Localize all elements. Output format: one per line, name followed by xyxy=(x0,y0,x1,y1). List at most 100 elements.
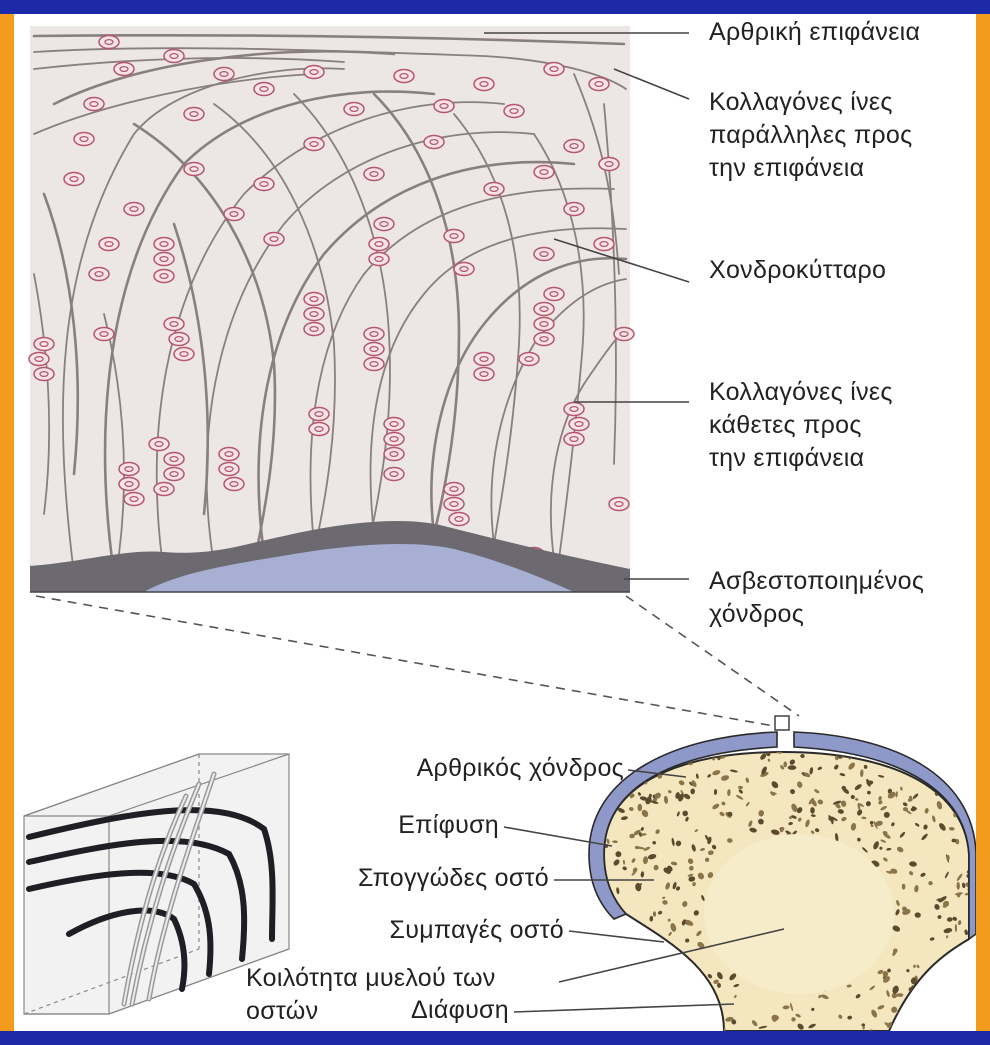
chondrocyte-cell xyxy=(364,343,384,356)
trabecula-spot xyxy=(902,884,906,890)
trabecula-spot xyxy=(965,769,971,775)
label-articular-cartilage: Αρθρικός χόνδρος xyxy=(354,752,624,785)
chondrocyte-cell xyxy=(154,483,174,496)
chondrocyte-cell xyxy=(594,238,614,251)
trabecula-spot xyxy=(623,979,630,988)
chondrocyte-cell xyxy=(84,98,104,111)
chondrocyte-cell xyxy=(119,478,139,491)
trabecula-spot xyxy=(632,967,641,975)
trabecula-spot xyxy=(654,994,660,998)
chondrocyte-cell xyxy=(534,303,554,316)
chondrocyte-cell xyxy=(564,433,584,446)
chondrocyte-cell xyxy=(219,463,239,476)
trabecula-spot xyxy=(960,1004,968,1012)
chondrocyte-cell xyxy=(114,63,134,76)
trabecula-spot xyxy=(601,959,607,965)
trabecula-spot xyxy=(667,1015,671,1021)
chondrocyte-cell xyxy=(504,105,524,118)
chondrocyte-cell xyxy=(304,308,324,321)
trabecula-spot xyxy=(669,974,676,982)
chondrocyte-cell xyxy=(184,163,204,176)
trabecula-spot xyxy=(668,978,677,986)
trabecula-spot xyxy=(624,992,632,1000)
trabecula-spot xyxy=(701,1026,709,1031)
trabecula-spot xyxy=(959,990,965,997)
chondrocyte-cell xyxy=(474,78,494,91)
zoom-lines xyxy=(36,596,799,726)
chondrocyte-cell xyxy=(534,333,554,346)
chondrocyte-cell xyxy=(474,368,494,381)
white-panel: Αρθρική επιφάνεια Κολλαγόνες ίνες παράλλ… xyxy=(14,14,976,1031)
trabecula-spot xyxy=(616,1012,620,1021)
label-diaphysis: Διάφυση xyxy=(344,994,509,1027)
chondrocyte-cell xyxy=(304,323,324,336)
chondrocyte-cell xyxy=(369,253,389,266)
trabecula-spot xyxy=(693,996,701,1004)
chondrocyte-cell xyxy=(64,173,84,186)
chondrocyte-cell xyxy=(384,448,404,461)
chondrocyte-cell xyxy=(364,358,384,371)
trabecula-spot xyxy=(610,1009,616,1017)
trabecula-spot xyxy=(955,996,965,1005)
chondrocyte-cell xyxy=(164,468,184,481)
trabecula-spot xyxy=(706,1027,713,1031)
chondrocyte-cell xyxy=(384,468,404,481)
trabecula-spot xyxy=(940,994,949,1002)
bone-head xyxy=(589,732,976,1031)
trabecula-spot xyxy=(698,1026,704,1031)
trabecula-spot xyxy=(623,981,630,987)
chondrocyte-cell xyxy=(99,238,119,251)
label-chondrocyte: Χονδροκύτταρο xyxy=(709,254,886,287)
trabecula-spot xyxy=(665,1015,670,1024)
trabecula-spot xyxy=(614,969,617,978)
trabecula-spot xyxy=(966,963,971,968)
trabecula-spot xyxy=(916,1005,923,1012)
chondrocyte-cell xyxy=(569,418,589,431)
trabecula-spot xyxy=(943,1018,947,1022)
chondrocyte-cell xyxy=(364,168,384,181)
chondrocyte-cell xyxy=(364,328,384,341)
chondrocyte-cell xyxy=(384,433,404,446)
chondrocyte-cell xyxy=(254,83,274,96)
trabecula-spot xyxy=(623,975,629,982)
chondrocyte-cell xyxy=(29,353,49,366)
chondrocyte-cell xyxy=(474,353,494,366)
trabecula-spot xyxy=(915,989,924,997)
zoom-box xyxy=(775,716,789,730)
chondrocyte-cell xyxy=(309,423,329,436)
trabecula-spot xyxy=(788,765,797,770)
trabecula-spot xyxy=(702,983,709,986)
trabecula-spot xyxy=(671,984,676,990)
trabecula-spot xyxy=(666,948,675,955)
chondrocyte-cell xyxy=(34,368,54,381)
trabecula-spot xyxy=(958,1008,966,1018)
chondrocyte-cell xyxy=(184,108,204,121)
trabecula-spot xyxy=(618,988,627,997)
chondrocyte-cell xyxy=(449,513,469,526)
trabecula-spot xyxy=(611,994,617,1002)
trabecula-spot xyxy=(646,1028,650,1031)
chondrocyte-cell xyxy=(384,418,404,431)
chondrocyte-cell xyxy=(124,203,144,216)
tissue-block xyxy=(29,26,634,592)
trabecula-spot xyxy=(604,999,609,1005)
chondrocyte-cell xyxy=(214,68,234,81)
chondrocyte-cell xyxy=(304,293,324,306)
chondrocyte-cell xyxy=(444,483,464,496)
trabecula-spot xyxy=(625,927,633,934)
chondrocyte-cell xyxy=(614,328,634,341)
chondrocyte-cell xyxy=(154,238,174,251)
chondrocyte-cell xyxy=(444,498,464,511)
chondrocyte-cell xyxy=(304,66,324,79)
chondrocyte-cell xyxy=(519,353,539,366)
trabecula-spot xyxy=(664,990,671,993)
trabecula-spot xyxy=(659,964,667,973)
trabecula-spot xyxy=(962,798,966,802)
trabecula-spot xyxy=(688,1015,693,1020)
chondrocyte-cell xyxy=(534,318,554,331)
trabecula-spot xyxy=(943,760,950,767)
trabecula-spot xyxy=(648,946,654,953)
label-articular-surface: Αρθρική επιφάνεια xyxy=(709,16,920,49)
trabecula-spot xyxy=(691,969,696,974)
trabecula-spot xyxy=(632,956,637,960)
